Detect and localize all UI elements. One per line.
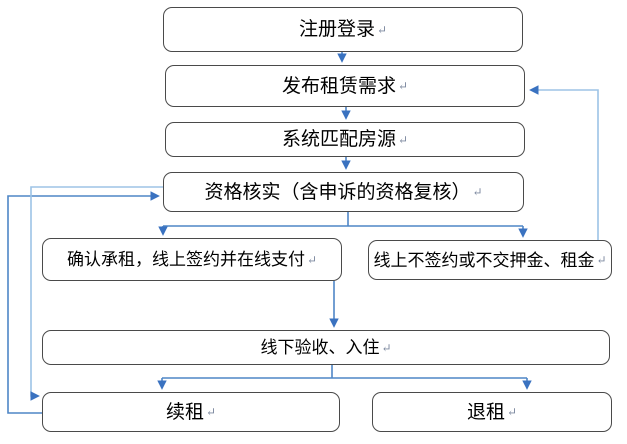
node-terminate-lease[interactable]: 退租↵ xyxy=(372,392,612,432)
node-label: 系统匹配房源 xyxy=(281,129,396,150)
node-label: 退租 xyxy=(466,401,505,423)
return-mark-icon: ↵ xyxy=(306,252,318,267)
node-label: 线上不签约或不交押金、租金 xyxy=(373,250,595,270)
node-match-listing[interactable]: 系统匹配房源↵ xyxy=(165,122,525,157)
node-confirm-rent[interactable]: 确认承租，线上签约并在线支付↵ xyxy=(42,238,342,281)
return-mark-icon: ↵ xyxy=(376,22,388,37)
node-label: 注册登录 xyxy=(298,19,375,40)
node-label: 发布租赁需求 xyxy=(281,75,396,97)
return-mark-icon: ↵ xyxy=(397,132,409,147)
edge-nosign-back-to-publish xyxy=(529,85,599,240)
node-publish-demand[interactable]: 发布租赁需求↵ xyxy=(165,65,525,107)
node-renew-lease[interactable]: 续租↵ xyxy=(42,392,340,432)
node-label: 线下验收、入住 xyxy=(260,338,380,357)
node-verify-qualification[interactable]: 资格核实（含申诉的资格复核）↵ xyxy=(163,172,524,212)
node-register-login[interactable]: 注册登录↵ xyxy=(163,7,523,52)
node-label: 资格核实（含申诉的资格复核） xyxy=(204,181,471,203)
node-offline-checkin[interactable]: 线下验收、入住↵ xyxy=(42,330,610,365)
return-mark-icon: ↵ xyxy=(596,253,607,267)
return-mark-icon: ↵ xyxy=(472,185,483,199)
node-no-sign-no-pay[interactable]: 线上不签约或不交押金、租金↵ xyxy=(368,240,612,280)
return-mark-icon: ↵ xyxy=(381,340,392,355)
node-label: 确认承租，线上签约并在线支付 xyxy=(66,250,305,269)
return-mark-icon: ↵ xyxy=(397,79,409,93)
edge-verify-to-renew-loop xyxy=(30,186,163,401)
node-label: 续租 xyxy=(165,401,204,423)
return-mark-icon: ↵ xyxy=(506,405,518,419)
return-mark-icon: ↵ xyxy=(205,405,217,419)
edge-renew-back-to-verify xyxy=(7,191,160,414)
